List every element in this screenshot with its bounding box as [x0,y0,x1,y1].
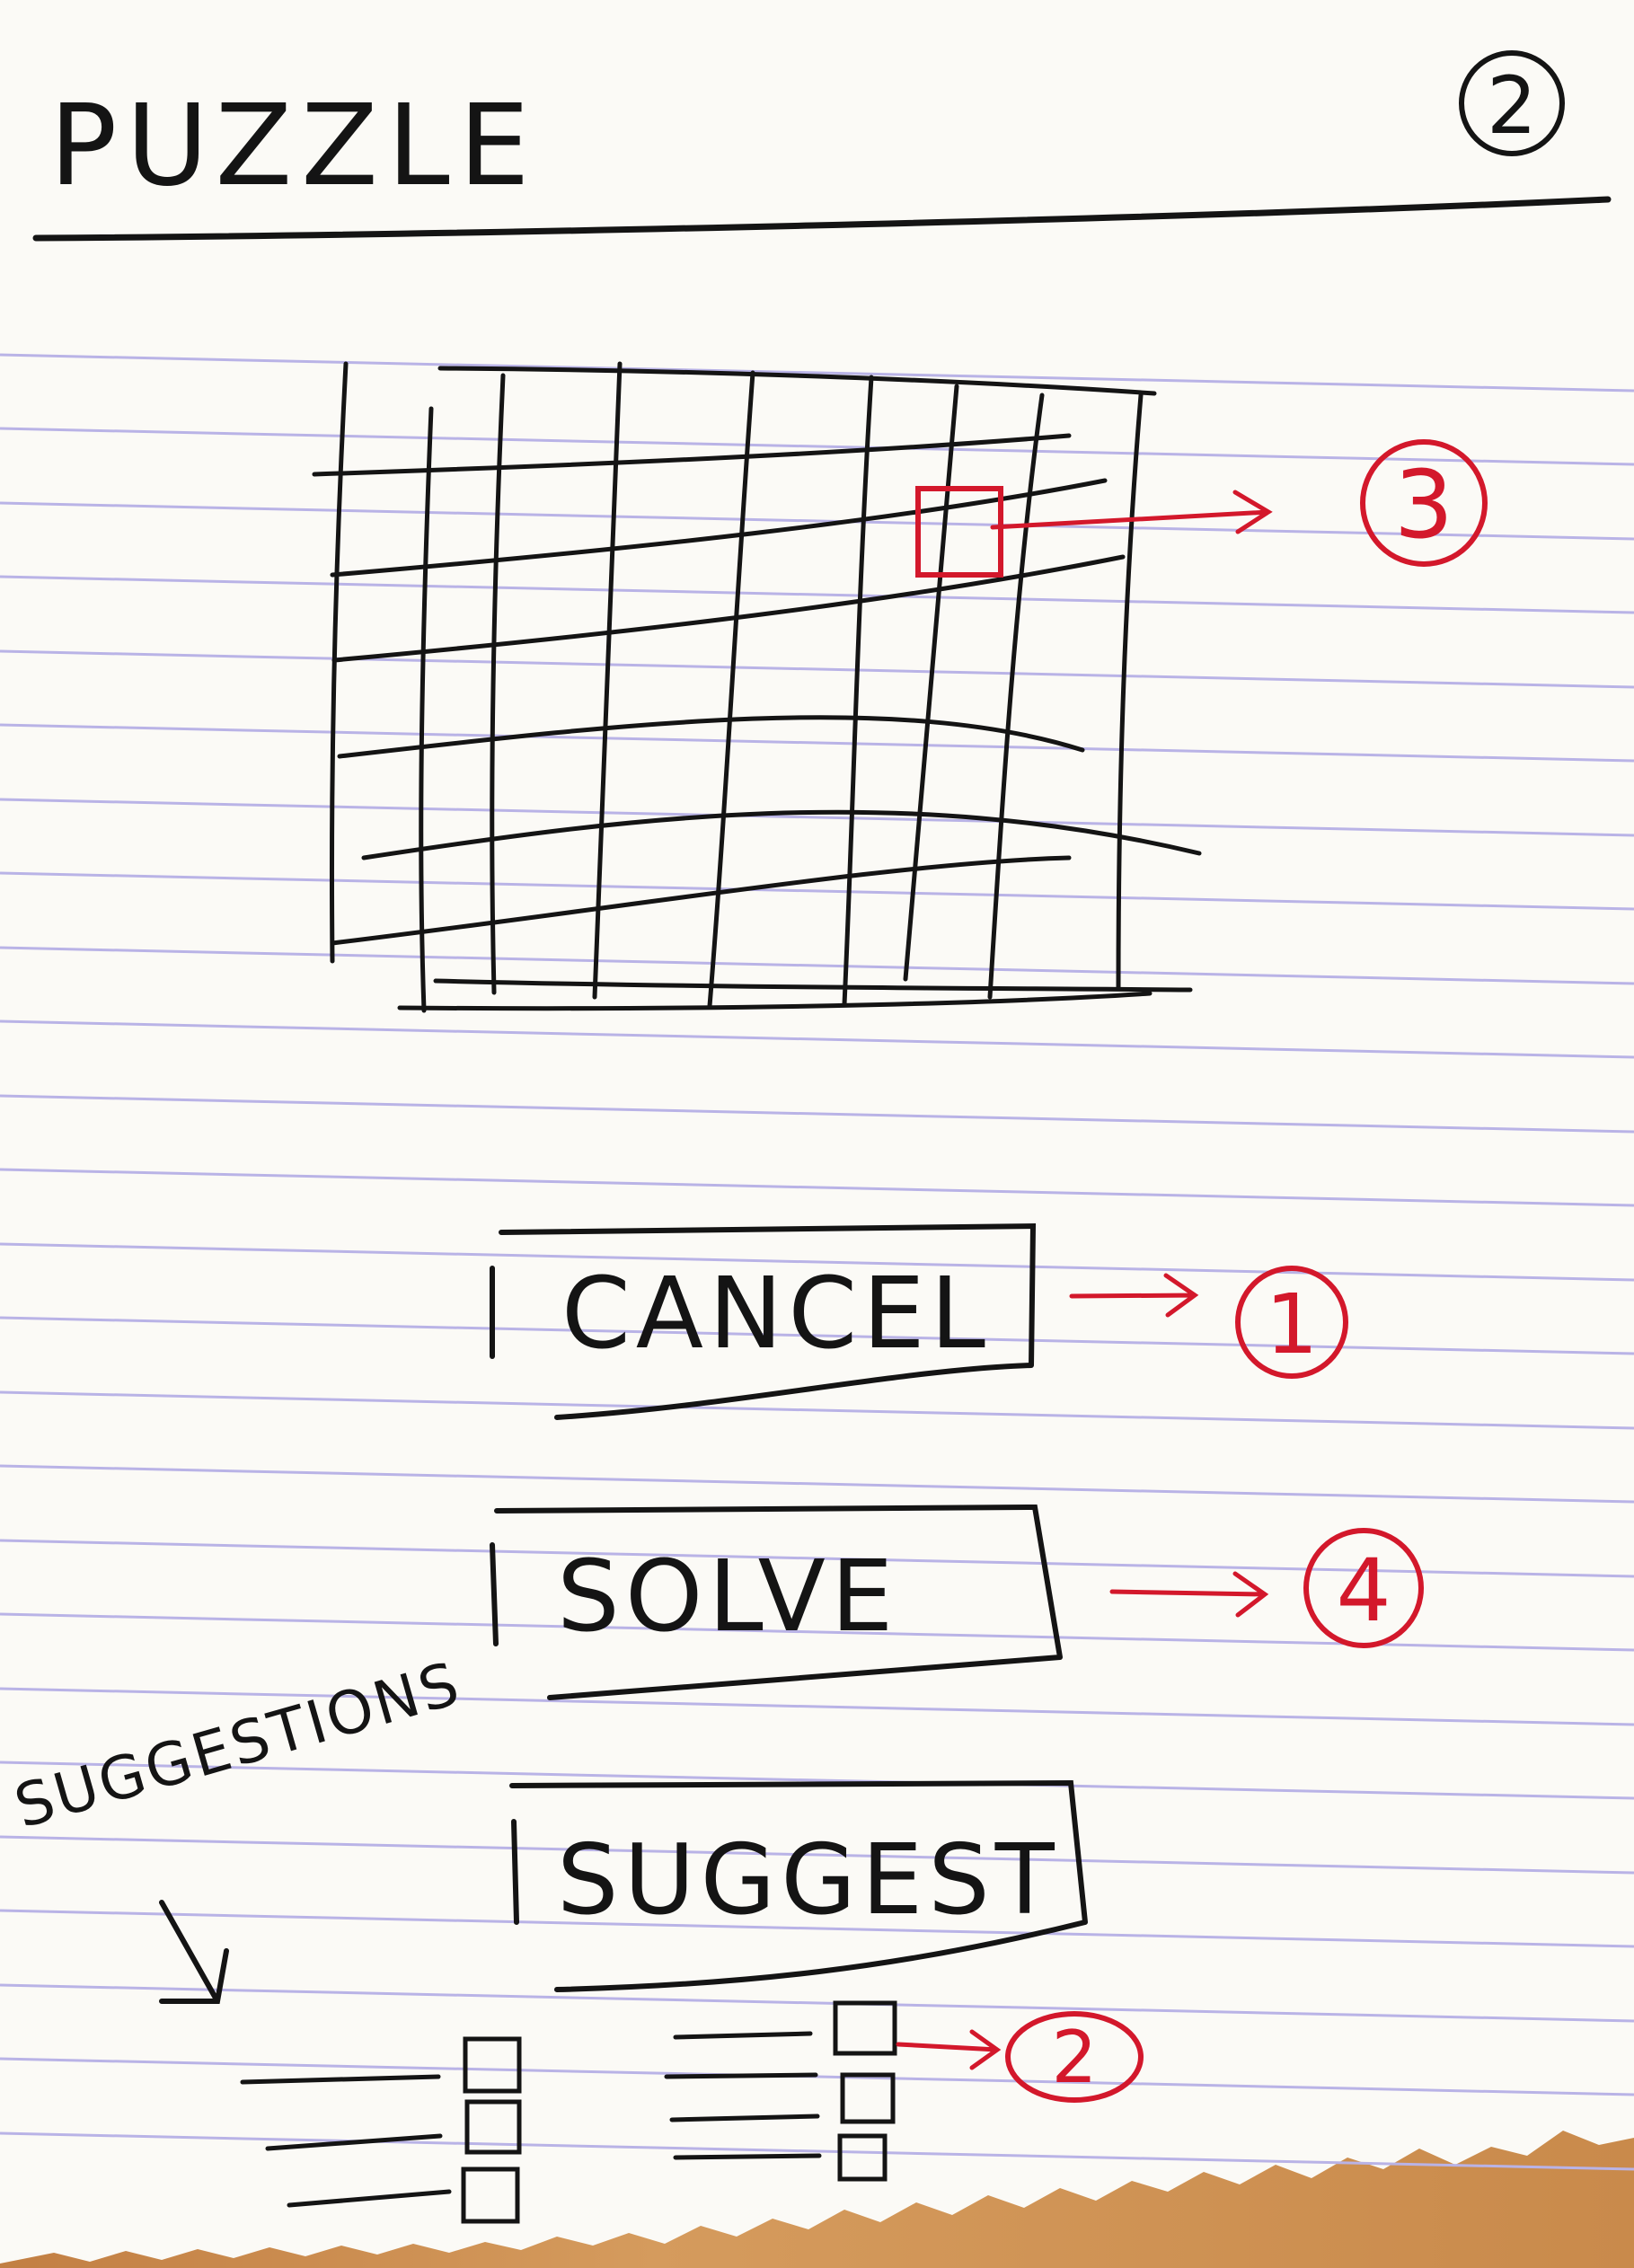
solve-arrow [1109,1571,1269,1618]
cancel-button-label: CANCEL [561,1256,991,1371]
ruled-lines [0,353,1634,2171]
suggestions-list-right [664,2031,822,2160]
solve-target-badge: 4 [1303,1528,1424,1648]
cancel-target-number: 1 [1266,1276,1319,1372]
checkbox-icon[interactable] [833,2000,897,2056]
checkbox-icon[interactable] [463,2036,522,2094]
screen-number-badge: 2 [1459,50,1565,156]
checkbox-icon[interactable] [840,2072,896,2124]
suggestions-list-left [240,2074,452,2208]
suggestion-checkbox-arrow [896,2029,1002,2070]
suggest-button-label: SUGGEST [557,1824,1060,1937]
checkbox-icon[interactable] [837,2133,888,2182]
grid-cell-target-badge: 3 [1360,439,1488,567]
down-arrow-icon [159,1900,229,2004]
checkbox-icon[interactable] [461,2167,520,2224]
page-title: PUZZLE [49,81,539,211]
solve-button-label: SOLVE [557,1539,898,1654]
solve-button[interactable] [490,1504,1063,1700]
suggest-button[interactable] [509,1779,1088,1992]
cancel-button[interactable] [490,1222,1037,1420]
screen-number: 2 [1487,59,1537,152]
puzzle-grid[interactable] [312,361,1202,1013]
cancel-arrow [1069,1273,1199,1318]
selected-cell-highlight[interactable] [915,486,1003,578]
cancel-target-badge: 1 [1235,1266,1348,1379]
selected-cell-arrow [990,490,1273,534]
suggestion-target-number: 2 [1052,2016,1098,2099]
suggestion-target-badge: 2 [1005,2011,1144,2103]
header-divider [32,196,1612,242]
solve-target-number: 4 [1336,1540,1391,1641]
checkbox-icon[interactable] [464,2099,522,2155]
grid-cell-target-number: 3 [1394,450,1453,560]
